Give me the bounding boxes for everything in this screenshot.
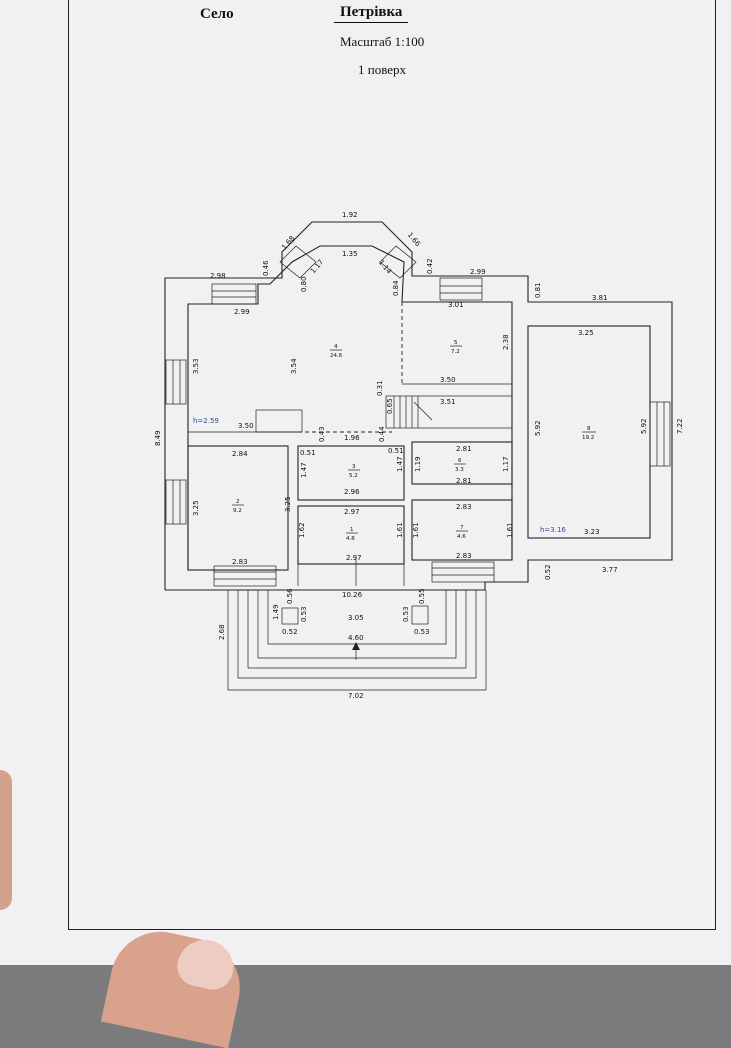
dim-room7-top: 2.83	[456, 503, 472, 511]
interior-walls	[187, 302, 513, 586]
dim-room3-right: 1.47	[396, 456, 404, 472]
dim-porch-post-r-bottom: 0.53	[414, 628, 430, 636]
room-1-number: 1	[350, 527, 354, 533]
dim-garage-outer-right: 7.22	[676, 418, 684, 434]
dim-porch-inner: 3.05	[348, 614, 364, 622]
dim-bay-left-wall: 0.80	[300, 276, 308, 292]
room-3-area: 5.2	[349, 473, 358, 479]
room-8-area: 19.2	[582, 435, 594, 441]
dim-hall-width: 1.96	[344, 434, 360, 442]
dim-room2-left: 3.25	[192, 500, 200, 516]
dim-room2-bottom: 2.83	[232, 558, 248, 566]
dim-room5-bottom: 3.50	[440, 376, 456, 384]
paper-sheet: Село Петрівка Масштаб 1:100 1 поверх	[0, 0, 731, 965]
dim-room3-gap-right: 0.51	[388, 447, 404, 455]
room-2-number: 2	[236, 499, 240, 505]
room-6-number: 6	[458, 458, 462, 464]
dim-top-right-inner: 3.01	[448, 301, 464, 309]
dim-stair-width: 3.51	[440, 398, 456, 406]
room-8-number: 8	[587, 426, 591, 432]
dim-porch-post-l-w: 0.53	[300, 606, 308, 622]
dim-room8-bottom: 3.23	[584, 528, 600, 536]
dim-room1-bottom: 2.97	[346, 554, 362, 562]
dim-porch-post-r-w: 0.53	[402, 606, 410, 622]
bay-windows	[165, 245, 671, 587]
dim-room1-left: 1.62	[298, 522, 306, 538]
room-5-number: 5	[454, 340, 458, 346]
dim-room2-top: 2.84	[232, 450, 248, 458]
height-garage: h=3.16	[540, 526, 566, 534]
settlement-name: Петрівка	[334, 4, 409, 23]
dim-room3-bottom-b: 2.97	[344, 508, 360, 516]
porch	[227, 590, 487, 691]
drawing-frame	[68, 0, 716, 930]
dim-stair-wall: 0.65	[386, 398, 394, 414]
dim-porch-outer: 7.02	[348, 692, 364, 700]
room-3-number: 3	[352, 464, 356, 470]
dim-room8-right: 5.92	[640, 418, 648, 434]
dim-bay-inner: 1.35	[342, 250, 358, 258]
dim-room7-right: 1.61	[506, 522, 514, 538]
floor-label: 1 поверх	[358, 62, 407, 77]
dim-hall-left-gap: 0.43	[318, 426, 326, 442]
settlement-type-label: Село	[200, 6, 234, 22]
dim-bay-left-inner: 1.17	[309, 258, 325, 275]
dim-bay-right-inner: 1.14	[377, 259, 393, 277]
room-4-area: 24.6	[330, 353, 343, 359]
dim-top-right-outer: 2.99	[470, 268, 486, 276]
dim-stair-gap: 0.31	[376, 380, 384, 396]
dim-room7-bottom: 2.83	[456, 552, 472, 560]
dim-house-bottom: 10.26	[342, 591, 363, 599]
dim-room4-left: 3.53	[192, 358, 200, 374]
dim-porch-depth: 2.68	[218, 624, 226, 640]
dim-room6-bottom: 2.81	[456, 477, 472, 485]
room-1-area: 4.8	[346, 536, 355, 542]
dim-porch-post-l-h: 0.56	[286, 588, 294, 604]
dim-bay-top: 1.92	[342, 211, 358, 219]
dim-top-left-inner: 2.99	[234, 308, 250, 316]
dim-room7-left: 1.61	[412, 522, 420, 538]
dim-room8-left: 5.92	[534, 420, 542, 436]
dim-hall-right-gap: 0.44	[378, 426, 386, 442]
dim-bay-left-diag: 1.68	[280, 234, 296, 251]
dim-room5-right: 2.38	[502, 334, 510, 350]
dim-porch-width: 4.60	[348, 634, 364, 642]
dim-top-left-outer: 2.98	[210, 272, 226, 280]
dim-left-outer-height: 8.49	[154, 430, 162, 446]
dim-garage-step: 0.52	[544, 564, 552, 580]
dim-garage-outer-bottom: 3.77	[602, 566, 618, 574]
dim-garage-inner-top: 3.25	[578, 329, 594, 337]
room-4-number: 4	[334, 344, 338, 350]
dim-garage-outer-top: 3.81	[592, 294, 608, 302]
dim-bay-right-wall: 0.84	[392, 280, 400, 296]
dim-room6-left: 1.19	[414, 456, 422, 472]
dim-room3-left: 1.47	[300, 462, 308, 478]
room-6-area: 3.3	[455, 467, 464, 473]
dim-garage-gap: 0.81	[534, 282, 542, 298]
room-5-area: 7.2	[451, 349, 460, 355]
dim-porch-post-l-side: 1.49	[272, 604, 280, 620]
dim-right-top-wall: 0.42	[426, 258, 434, 274]
hand-edge	[0, 770, 12, 910]
dim-bay-right-diag: 1.66	[406, 231, 422, 249]
dim-room4-mid: 3.54	[290, 358, 298, 374]
scale-label: Масштаб 1:100	[340, 34, 425, 49]
dim-porch-post-r-h: 0.55	[418, 588, 426, 604]
dim-porch-post-l-bottom: 0.52	[282, 628, 298, 636]
dim-room4-bottom: 3.50	[238, 422, 254, 430]
dim-room6-right: 1.17	[502, 456, 510, 472]
dim-room3-gap-left: 0.51	[300, 449, 316, 457]
room-2-area: 9.2	[233, 508, 242, 514]
dim-room2-right: 3.25	[284, 496, 292, 512]
dim-room3-bottom-a: 2.96	[344, 488, 360, 496]
dim-room6-top: 2.81	[456, 445, 472, 453]
dim-room1-right: 1.61	[396, 522, 404, 538]
dim-left-top-wall: 0.46	[262, 260, 270, 276]
room-7-number: 7	[460, 525, 464, 531]
room-7-area: 4.6	[457, 534, 466, 540]
height-main: h=2.59	[193, 417, 219, 425]
